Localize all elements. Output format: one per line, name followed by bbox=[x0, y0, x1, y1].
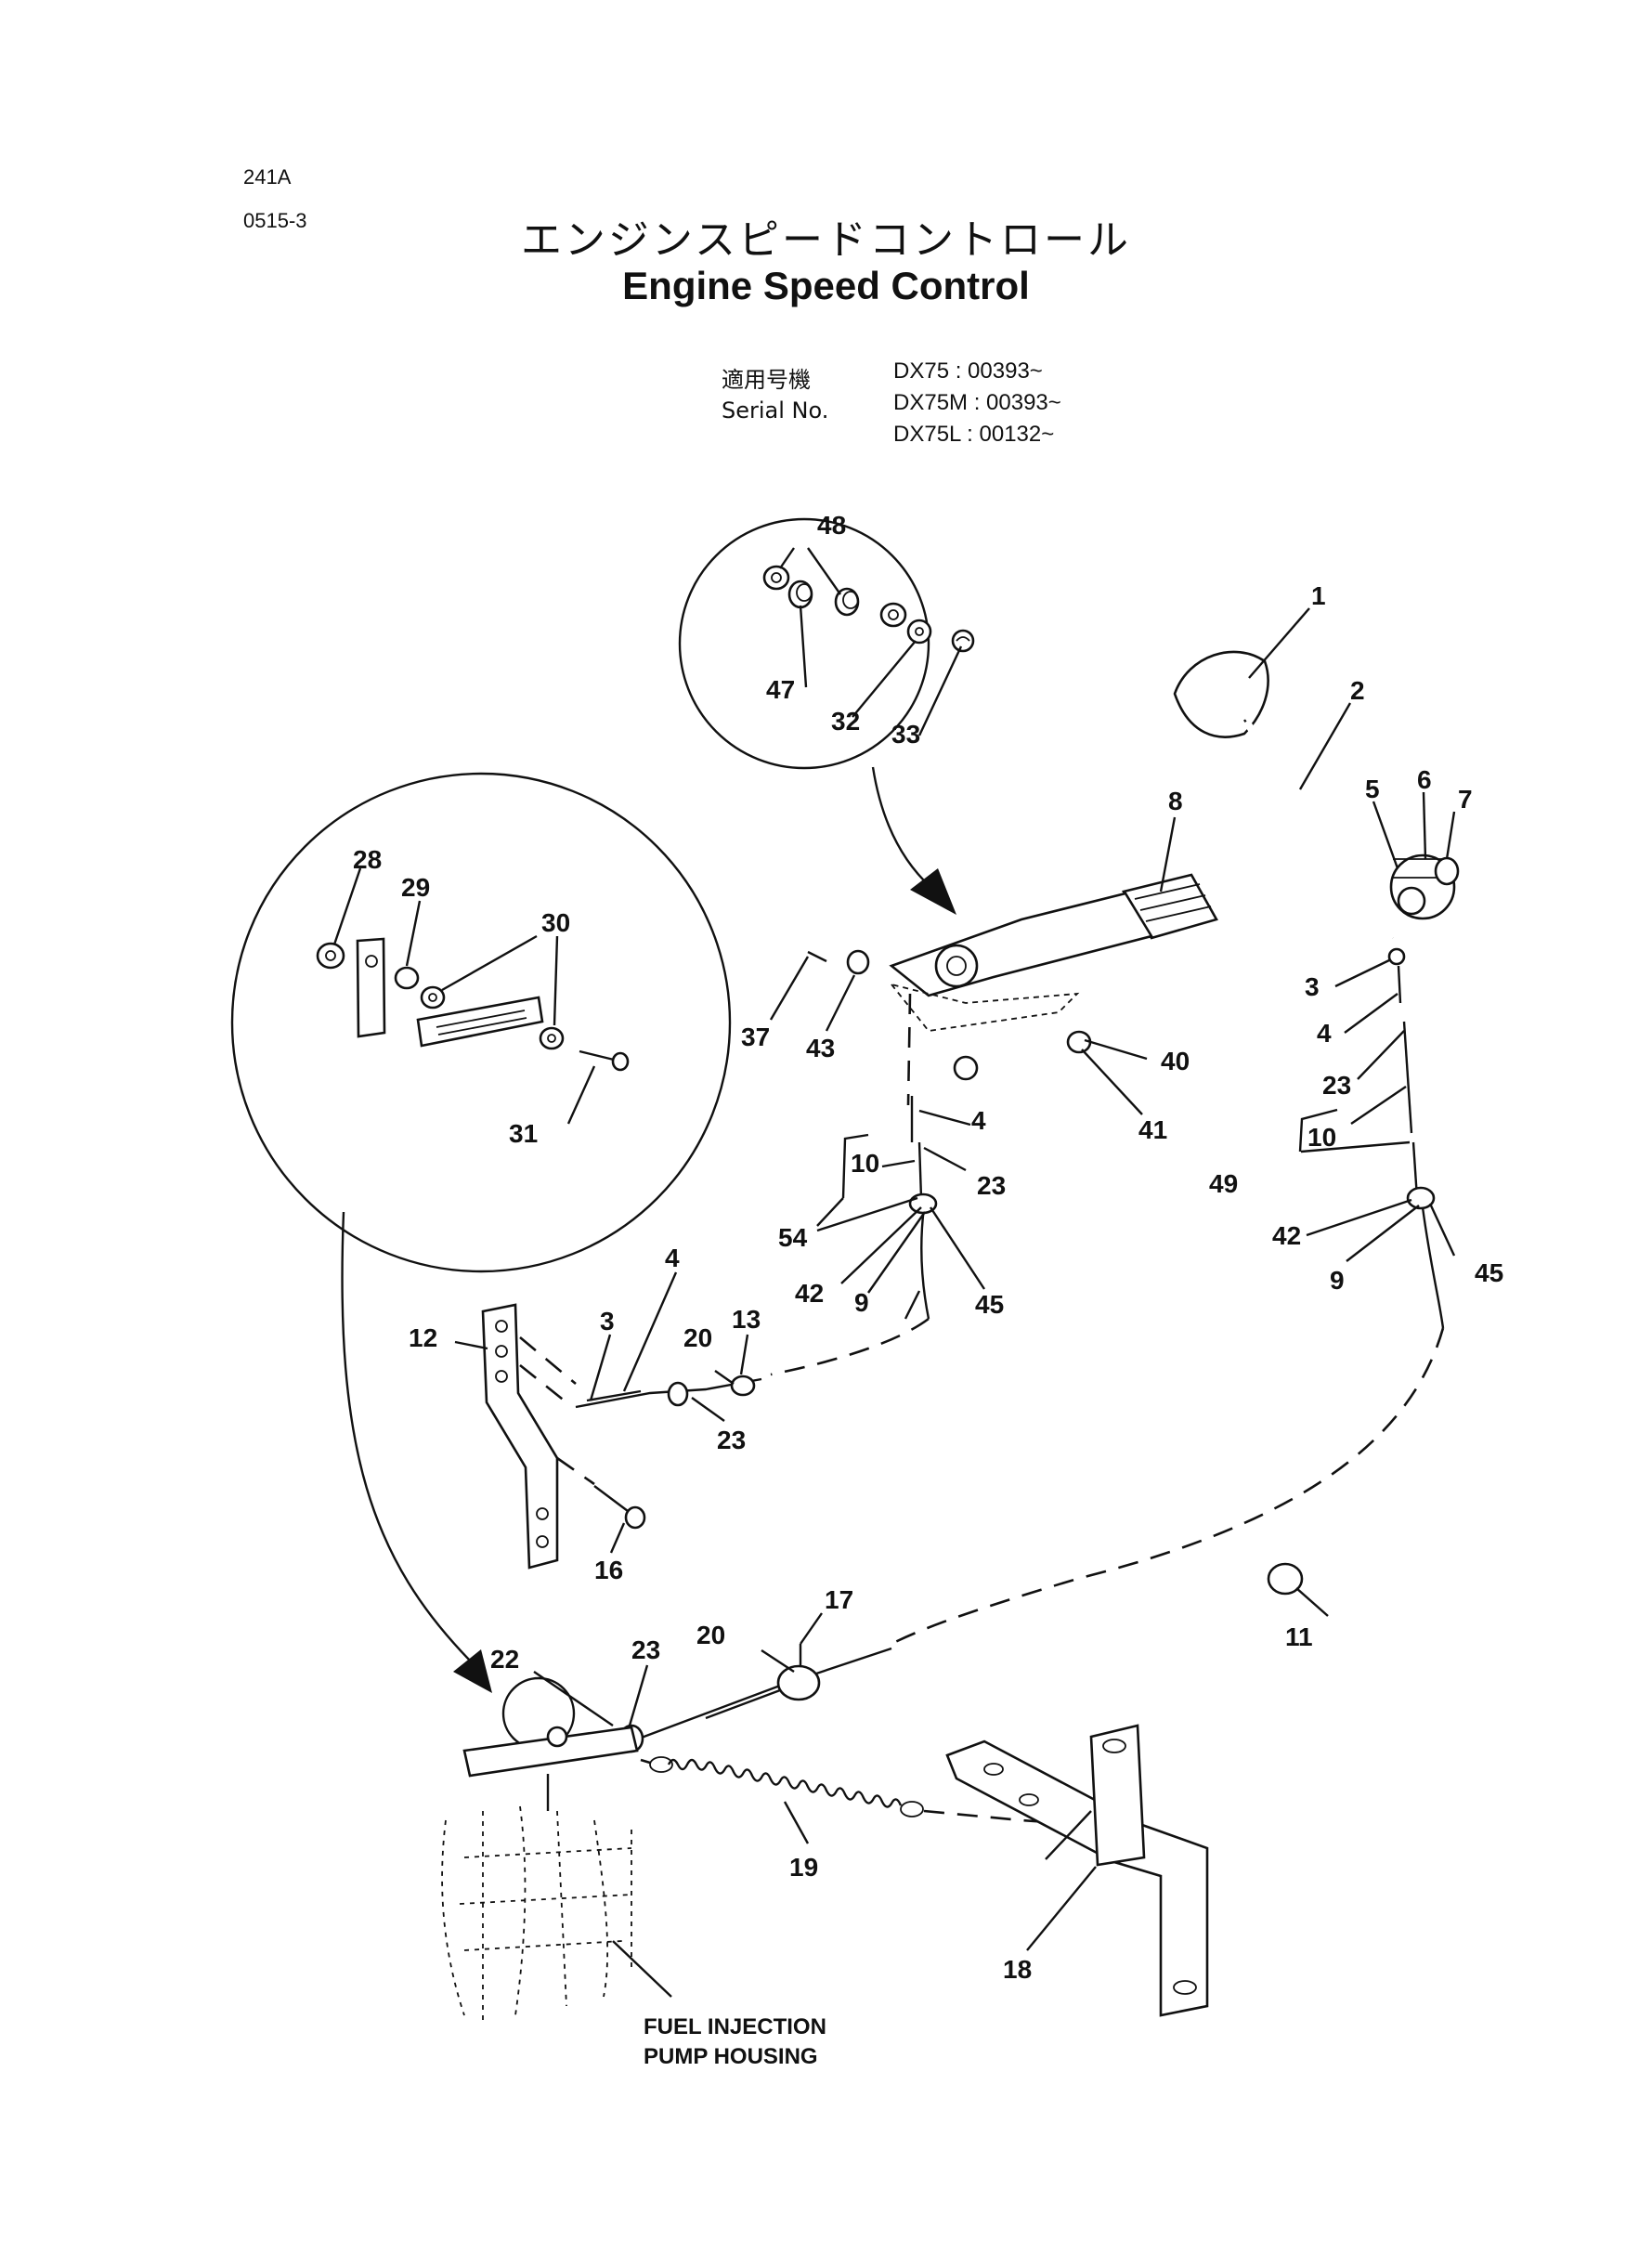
detail-circle-pedal bbox=[678, 517, 975, 770]
bracket-18 bbox=[945, 1724, 1209, 2017]
callout-4-pedal: 4 bbox=[971, 1106, 986, 1135]
arrow-lever-detail bbox=[341, 1211, 492, 1693]
pedal-assembly bbox=[807, 873, 1218, 1081]
plate-29 bbox=[356, 937, 386, 1038]
callout-10-pedal: 10 bbox=[851, 1149, 879, 1178]
callout-33: 33 bbox=[891, 720, 920, 749]
callout-54: 54 bbox=[778, 1223, 808, 1252]
callout-23-bracket: 23 bbox=[717, 1426, 746, 1454]
note-line-1: FUEL INJECTION bbox=[644, 2014, 826, 2039]
title-english: Engine Speed Control bbox=[622, 264, 1030, 307]
callout-23-pedal: 23 bbox=[977, 1171, 1006, 1200]
callout-18: 18 bbox=[1003, 1955, 1032, 1984]
callout-4-lever: 4 bbox=[1317, 1019, 1332, 1048]
detail-circle-lever bbox=[230, 772, 732, 1273]
callout-13: 13 bbox=[732, 1305, 761, 1334]
callout-42-lever: 42 bbox=[1272, 1221, 1301, 1250]
callout-43: 43 bbox=[806, 1034, 835, 1062]
model: DX75L bbox=[893, 422, 961, 447]
callout-1: 1 bbox=[1311, 581, 1326, 610]
callout-17: 17 bbox=[825, 1585, 853, 1614]
callout-12: 12 bbox=[409, 1323, 437, 1352]
bushing-48-b bbox=[834, 587, 860, 617]
clip-33 bbox=[951, 629, 975, 653]
callout-28: 28 bbox=[353, 845, 382, 874]
callout-8: 8 bbox=[1168, 787, 1183, 815]
callout-2: 2 bbox=[1350, 676, 1365, 705]
serial-label-en: Serial No. bbox=[722, 397, 829, 423]
range: : 00393~ bbox=[973, 390, 1061, 415]
serial-label-jp: 適用号機 bbox=[722, 367, 811, 393]
callout-30: 30 bbox=[541, 908, 570, 937]
callout-23-lever: 23 bbox=[1322, 1071, 1351, 1100]
hand-lever-assembly bbox=[1173, 650, 1460, 966]
callout-42-pedal: 42 bbox=[795, 1279, 824, 1308]
callout-41: 41 bbox=[1138, 1115, 1167, 1144]
pad-30 bbox=[416, 996, 544, 1048]
serial-row-dx75l: DX75L : 00132~ bbox=[893, 419, 1061, 450]
model: DX75 bbox=[893, 358, 950, 384]
range: : 00393~ bbox=[955, 358, 1043, 384]
callout-37: 37 bbox=[741, 1023, 770, 1051]
callout-31: 31 bbox=[509, 1119, 538, 1148]
title-japanese: エンジンスピードコントロール bbox=[520, 216, 1132, 264]
page-code-2: 0515-3 bbox=[243, 209, 307, 232]
callout-47: 47 bbox=[766, 675, 795, 704]
callout-48: 48 bbox=[817, 511, 846, 540]
range: : 00132~ bbox=[967, 422, 1055, 447]
washer-30-b bbox=[539, 1026, 565, 1050]
screw-31 bbox=[579, 1049, 630, 1072]
callout-9-pedal: 9 bbox=[854, 1288, 869, 1317]
washer-32 bbox=[906, 619, 932, 645]
washer-48-c bbox=[879, 602, 907, 628]
callout-labels: 48 47 32 33 1 2 5 6 7 8 3 4 23 10 49 42 … bbox=[353, 511, 1503, 2069]
washer-30-a bbox=[420, 985, 446, 1010]
bushing-47 bbox=[787, 580, 813, 609]
callout-29: 29 bbox=[401, 873, 430, 902]
washer-48-a bbox=[762, 565, 790, 591]
callout-10-lever: 10 bbox=[1307, 1123, 1336, 1152]
callout-20-upper: 20 bbox=[683, 1323, 712, 1352]
callout-45-pedal: 45 bbox=[975, 1290, 1004, 1319]
serial-row-dx75: DX75 : 00393~ bbox=[893, 356, 1061, 387]
callout-6: 6 bbox=[1417, 765, 1432, 794]
callout-32: 32 bbox=[831, 707, 860, 736]
callout-20-lower: 20 bbox=[696, 1621, 725, 1649]
callout-5: 5 bbox=[1365, 775, 1380, 803]
leader-lines bbox=[454, 607, 1456, 1998]
serial-row-dx75m: DX75M : 00393~ bbox=[893, 387, 1061, 419]
page-code-1: 241A bbox=[243, 165, 292, 189]
callout-3-lever: 3 bbox=[1305, 972, 1320, 1001]
serial-label: 適用号機 Serial No. bbox=[722, 365, 828, 426]
nut-28 bbox=[316, 942, 345, 970]
callout-22: 22 bbox=[490, 1645, 519, 1674]
callout-11: 11 bbox=[1285, 1622, 1313, 1651]
callout-19: 19 bbox=[789, 1853, 818, 1882]
callout-45-lever: 45 bbox=[1475, 1258, 1503, 1287]
callout-16: 16 bbox=[594, 1556, 623, 1584]
callout-49: 49 bbox=[1209, 1169, 1238, 1198]
callout-40: 40 bbox=[1161, 1047, 1190, 1075]
model: DX75M bbox=[893, 390, 969, 415]
governor-lever-22 bbox=[462, 1676, 639, 1778]
callout-7: 7 bbox=[1458, 785, 1473, 814]
note-line-2: PUMP HOUSING bbox=[644, 2044, 818, 2069]
callout-9-lever: 9 bbox=[1330, 1266, 1345, 1295]
washer-29 bbox=[394, 966, 420, 990]
callout-23-lower: 23 bbox=[631, 1635, 660, 1664]
callout-4-bracket: 4 bbox=[665, 1244, 680, 1272]
arrow-pedal-detail bbox=[871, 766, 956, 915]
serial-list: DX75 : 00393~ DX75M : 00393~ DX75L : 001… bbox=[893, 356, 1061, 450]
bracket-12 bbox=[481, 1303, 646, 1570]
callout-3-bracket: 3 bbox=[600, 1307, 615, 1335]
pump-housing bbox=[441, 1774, 632, 2025]
